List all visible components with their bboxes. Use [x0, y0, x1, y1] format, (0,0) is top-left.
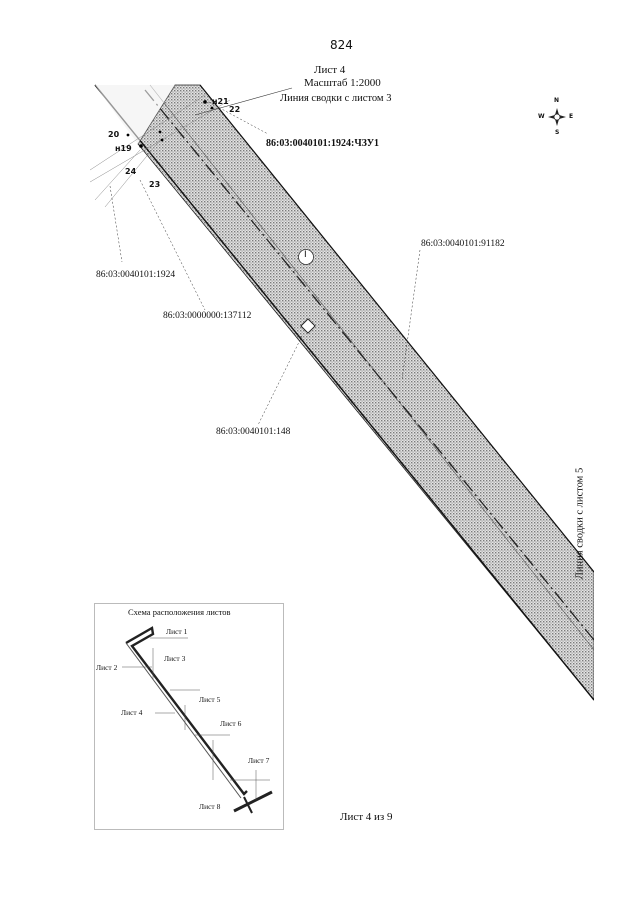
parcel-label-148: 86:03:0040101:148	[216, 427, 291, 437]
parcel-line	[94, 149, 141, 201]
leader-148	[257, 335, 303, 426]
strip-left-edge	[94, 84, 594, 701]
inset-sheet-6: Лист 6	[220, 719, 242, 728]
point-label-22: 22	[229, 105, 241, 114]
compass-e: E	[569, 113, 574, 120]
inset-sheet-5: Лист 5	[199, 695, 221, 704]
zone-marker-label: I	[304, 250, 307, 260]
point-marker	[158, 130, 162, 134]
inset-sheet-3: Лист 3	[164, 654, 186, 663]
inset-sheet-1: Лист 1	[166, 627, 188, 636]
corridor-strip	[137, 84, 594, 701]
point-n21-marker	[203, 100, 207, 104]
sheet-layout-inset	[94, 603, 284, 830]
point-20-marker	[126, 133, 130, 137]
parcel-line	[89, 94, 206, 171]
point-marker	[160, 138, 164, 142]
inset-title: Схема расположения листов	[128, 607, 231, 617]
parcel-label-91182: 86:03:0040101:91182	[421, 239, 505, 249]
strip-inner-edge	[149, 84, 594, 651]
inset-sheet-7: Лист 7	[248, 756, 270, 765]
point-label-n21: н21	[212, 97, 229, 106]
point-22-marker	[210, 106, 214, 110]
inset-sheet-2: Лист 2	[96, 663, 118, 672]
parcel-label-1924: 86:03:0040101:1924	[96, 270, 176, 280]
junction-label-right: Линия сводки с листом 5	[574, 467, 586, 580]
scale-label: Масштаб 1:2000	[304, 77, 381, 89]
junction-line-3	[194, 87, 293, 116]
inset-sheet-8: Лист 8	[199, 802, 221, 811]
point-label-24: 24	[125, 167, 137, 176]
parcel-line	[104, 139, 161, 208]
compass-n: N	[554, 97, 560, 104]
sheet-footer: Лист 4 из 9	[340, 811, 393, 823]
leader-1924	[109, 185, 123, 263]
diamond-object	[300, 318, 316, 334]
inset-sheet-4: Лист 4	[121, 708, 143, 717]
axis-line	[144, 89, 594, 641]
leader-91182	[401, 249, 421, 381]
point-label-23: 23	[149, 180, 161, 189]
junction-label-top: Линия сводки с листом 3	[280, 93, 392, 104]
parcel-label-137112: 86:03:0000000:137112	[163, 311, 252, 321]
parcel-line	[89, 99, 231, 183]
page-number: 824	[330, 38, 353, 52]
sheet-title: Лист 4	[314, 64, 346, 76]
compass-rose-icon	[548, 108, 566, 126]
inset-schematic	[122, 626, 273, 814]
light-band	[95, 85, 175, 144]
point-label-n19: н19	[115, 144, 132, 153]
parcel-label-chzu1: 86:03:0040101:1924:ЧЗУ1	[266, 138, 380, 149]
point-n19-marker	[139, 144, 143, 148]
compass-w: W	[538, 113, 545, 120]
zone-marker-circle	[298, 249, 314, 265]
strip-right-edge	[199, 84, 594, 573]
compass-s: S	[555, 129, 560, 136]
point-label-20: 20	[108, 130, 120, 139]
leader-137112	[139, 179, 206, 311]
